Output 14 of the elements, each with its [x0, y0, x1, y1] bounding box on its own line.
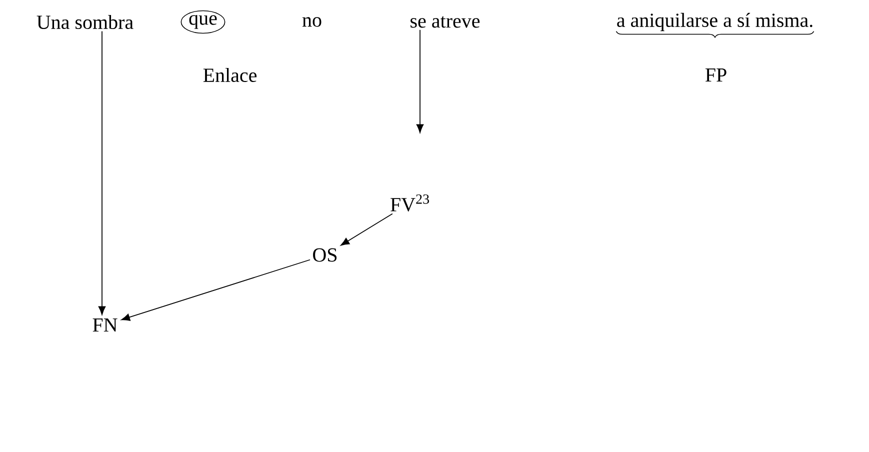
- function-label: Enlace: [203, 68, 257, 82]
- word: a aniquilarse a sí misma.: [617, 12, 812, 32]
- arrow: [340, 213, 393, 246]
- function-label: FP: [705, 68, 726, 82]
- arrow: [98, 30, 106, 315]
- arrow: [121, 259, 310, 321]
- word: no: [302, 17, 322, 27]
- function-label: FV$^{23}$: [390, 194, 429, 212]
- word: se atreve: [410, 16, 480, 28]
- word: Una sombra: [36, 14, 134, 30]
- arrow: [416, 29, 424, 133]
- function-label: FN: [92, 318, 118, 332]
- circled-word: que: [180, 10, 226, 34]
- function-label: OS: [313, 248, 337, 262]
